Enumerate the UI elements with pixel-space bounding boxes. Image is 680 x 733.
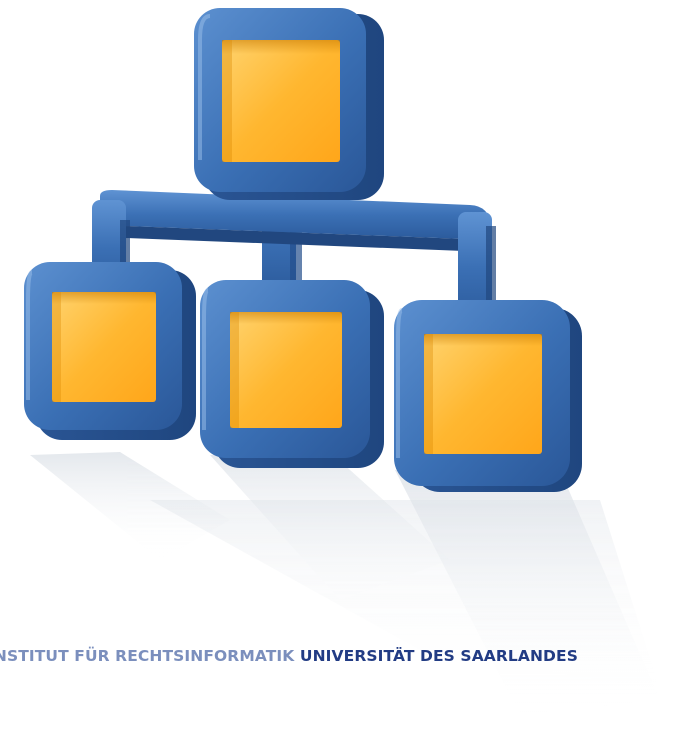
connector-lines: [92, 182, 496, 322]
floor-reflection: [30, 452, 660, 715]
child-node-box-right: [394, 300, 582, 492]
institution-caption: INSTITUT FÜR RECHTSINFORMATIK UNIVERSITÄ…: [0, 641, 680, 671]
child-node-box-left: [24, 262, 196, 440]
university-name: UNIVERSITÄT DES SAARLANDES: [299, 647, 578, 665]
top-node-box: [194, 8, 384, 200]
child-node-box-middle: [200, 280, 384, 468]
institute-name: INSTITUT FÜR RECHTSINFORMATIK: [0, 647, 295, 665]
frame-highlights: [26, 14, 403, 458]
